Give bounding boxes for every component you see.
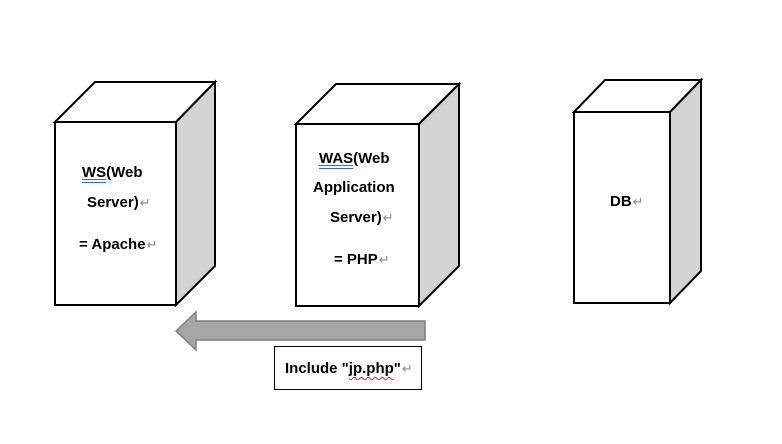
was-label-line1: WAS(Web (319, 150, 390, 167)
was-server-text: Server) (330, 209, 382, 226)
ws-server-text: Server) (87, 194, 139, 211)
was-abbr: WAS (319, 150, 354, 167)
was-box-front (295, 123, 420, 307)
ws-abbr: WS (82, 164, 107, 181)
ws-box-side (175, 79, 216, 308)
ws-label-line3: = Apache↵ (79, 236, 157, 253)
was-label-line4: = PHP↵ (334, 251, 390, 268)
ws-box-front (54, 121, 177, 306)
ws-name-rest: (Web (106, 164, 143, 181)
was-box-side (418, 81, 460, 309)
include-filename: jp.php (348, 360, 394, 377)
ws-label-line2: Server)↵ (87, 194, 151, 211)
include-arrow (174, 310, 426, 352)
was-label-line2: Application (313, 179, 395, 196)
db-text: DB (610, 193, 632, 210)
include-prefix: Include " (285, 360, 349, 377)
was-php-text: = PHP (334, 251, 378, 268)
db-box-side (669, 77, 702, 306)
include-suffix: " (393, 360, 401, 377)
paragraph-mark: ↵ (378, 252, 390, 267)
paragraph-mark: ↵ (632, 194, 644, 209)
ws-server-box (52, 79, 218, 308)
ws-label-line1: WS(Web (82, 164, 143, 181)
db-box-front (573, 111, 671, 304)
paragraph-mark: ↵ (139, 195, 151, 210)
was-server-box (293, 81, 462, 309)
db-label: DB↵ (610, 193, 644, 210)
was-application-text: Application (313, 179, 395, 196)
paragraph-mark: ↵ (401, 361, 413, 376)
paragraph-mark: ↵ (382, 210, 394, 225)
paragraph-mark: ↵ (146, 237, 158, 252)
was-label-line3: Server)↵ (330, 209, 394, 226)
ws-apache-text: = Apache (79, 236, 146, 253)
was-name-rest: (Web (353, 150, 390, 167)
include-note-box: Include "jp.php"↵ (274, 346, 422, 390)
db-box (571, 77, 704, 306)
include-note-text: Include "jp.php"↵ (285, 360, 413, 377)
